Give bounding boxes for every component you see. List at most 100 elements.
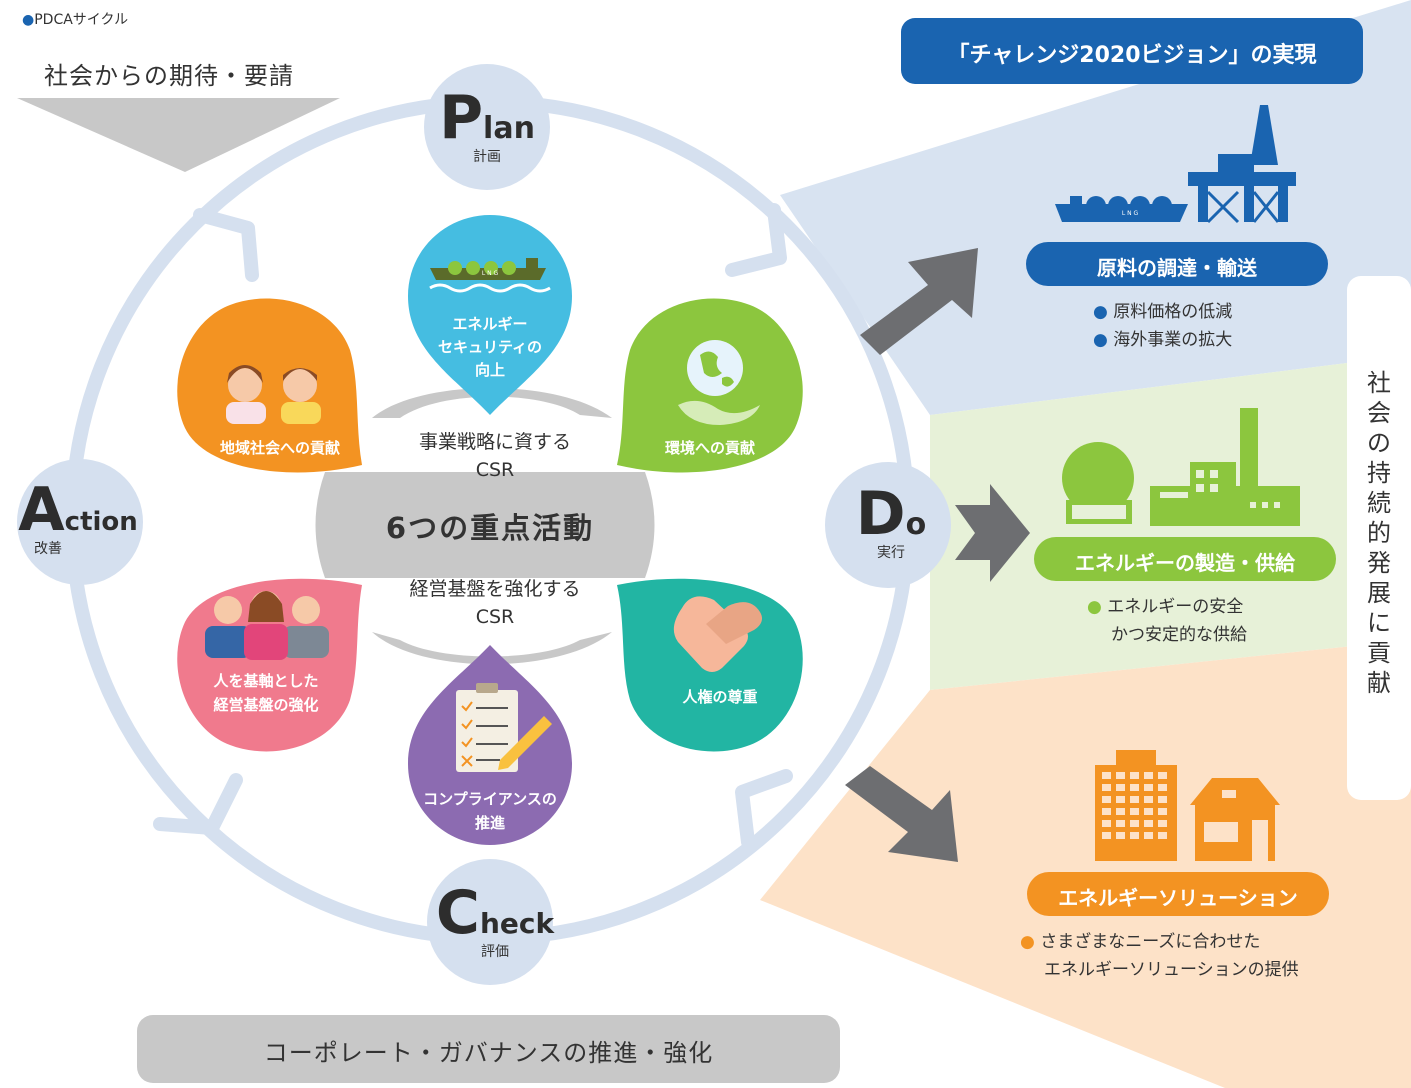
people-line1: 人を基軸とした bbox=[213, 672, 319, 690]
building-window bbox=[1130, 832, 1139, 839]
building-window bbox=[1102, 832, 1111, 839]
expectation-arrow bbox=[17, 98, 340, 172]
energy-security-line3: 向上 bbox=[474, 361, 505, 379]
building-window bbox=[1130, 784, 1139, 791]
production-bullet-line2: かつ安定的な供給 bbox=[1111, 625, 1247, 645]
procurement-bullet-1: ● 原料価格の低減 bbox=[1093, 298, 1232, 326]
governance-label: コーポレート・ガバナンスの推進・強化 bbox=[263, 1039, 714, 1067]
building-window bbox=[1116, 808, 1125, 815]
community-drop bbox=[177, 298, 362, 473]
building-window bbox=[1116, 796, 1125, 803]
people-group-icon bbox=[205, 591, 329, 660]
building-window bbox=[1102, 784, 1111, 791]
solution-bullet-line1: さまざまなニーズに合わせた bbox=[1040, 932, 1261, 952]
vertical-box-bg bbox=[1347, 276, 1411, 800]
building-window bbox=[1102, 772, 1111, 779]
solution-bullet-1: ● さまざまなニーズに合わせた bbox=[1020, 928, 1299, 956]
plan-node bbox=[424, 64, 550, 190]
band-orange bbox=[760, 640, 1411, 1088]
office-building-icon bbox=[1095, 750, 1177, 861]
vision-banner-bg bbox=[901, 18, 1363, 84]
building-window bbox=[1144, 820, 1153, 827]
factory-icon bbox=[1150, 408, 1300, 526]
tanker-ship-icon bbox=[1055, 196, 1188, 222]
building-window bbox=[1102, 796, 1111, 803]
action-rest: ction bbox=[64, 507, 138, 537]
solution-bullet-line2: エネルギーソリューションの提供 bbox=[1044, 960, 1299, 980]
drop-ship-label: L N G bbox=[481, 270, 499, 277]
building-window bbox=[1130, 808, 1139, 815]
production-bullet-line1: エネルギーの安全 bbox=[1107, 597, 1244, 617]
ring-chevron-icons bbox=[153, 203, 793, 849]
procurement-bullet-2: ● 海外事業の拡大 bbox=[1093, 326, 1232, 354]
bullet-icon: ● bbox=[1093, 302, 1114, 322]
check-letter: C bbox=[435, 878, 480, 948]
house-icon bbox=[1190, 778, 1280, 861]
action-letter: A bbox=[18, 475, 65, 545]
center-band bbox=[315, 472, 655, 578]
building-window bbox=[1158, 832, 1167, 839]
do-rest: o bbox=[905, 507, 927, 542]
oil-rig-icon bbox=[1188, 105, 1296, 224]
procurement-bullet-2-text: 海外事業の拡大 bbox=[1113, 330, 1233, 350]
building-window bbox=[1116, 832, 1125, 839]
check-jp: 評価 bbox=[481, 944, 509, 960]
vertical-label-char: 会 bbox=[1367, 399, 1391, 427]
vertical-label-char: 持 bbox=[1367, 459, 1391, 487]
center-upper-line2: CSR bbox=[475, 459, 515, 481]
check-rest: heck bbox=[479, 907, 555, 940]
vertical-contribution-label: 社会の持続的発展に貢献 bbox=[1347, 368, 1411, 698]
vertical-label-char: に bbox=[1367, 609, 1391, 637]
building-window bbox=[1116, 820, 1125, 827]
building-window bbox=[1116, 772, 1125, 779]
globe-hand-icon bbox=[678, 340, 760, 425]
center-upper-arc bbox=[372, 388, 612, 418]
building-window bbox=[1102, 808, 1111, 815]
arrow-middle bbox=[955, 484, 1030, 582]
plan-label: Plan 計画 bbox=[427, 88, 547, 166]
do-jp: 実行 bbox=[877, 545, 905, 561]
center-upper-text: 事業戦略に資する CSR bbox=[390, 428, 600, 484]
bullet-icon: ● bbox=[1020, 932, 1041, 952]
do-letter: D bbox=[855, 479, 906, 549]
bullet-icon: ● bbox=[1087, 597, 1108, 617]
building-window bbox=[1158, 808, 1167, 815]
environment-label: 環境への貢献 bbox=[664, 439, 755, 457]
center-title: 6つの重点活動 bbox=[385, 511, 595, 545]
solution-pill-bg bbox=[1027, 872, 1329, 916]
gas-holder-icon bbox=[1062, 442, 1134, 524]
building-window bbox=[1158, 796, 1167, 803]
people-line2: 経営基盤の強化 bbox=[213, 696, 319, 714]
people-label: 人を基軸とした 経営基盤の強化 bbox=[186, 669, 346, 717]
procurement-title: 原料の調達・輸送 bbox=[1097, 256, 1257, 280]
do-label: Do 実行 bbox=[836, 484, 946, 562]
procurement-bullets: ● 原料価格の低減 ● 海外事業の拡大 bbox=[1093, 298, 1232, 354]
solution-bullets: ● さまざまなニーズに合わせた エネルギーソリューションの提供 bbox=[1020, 928, 1299, 984]
arrow-lower bbox=[845, 766, 958, 862]
energy-security-line1: エネルギー bbox=[452, 315, 528, 333]
tanker-ship-label: L N G bbox=[1121, 210, 1139, 217]
center-lower-text: 経営基盤を強化する CSR bbox=[380, 575, 610, 631]
building-window bbox=[1130, 772, 1139, 779]
plan-letter: P bbox=[439, 83, 484, 153]
production-title: エネルギーの製造・供給 bbox=[1075, 551, 1295, 575]
procurement-bullet-1-text: 原料価格の低減 bbox=[1113, 302, 1233, 322]
arrow-upper bbox=[860, 248, 978, 355]
compliance-line1: コンプライアンスの bbox=[423, 790, 557, 808]
center-lower-arc bbox=[372, 632, 612, 665]
vertical-label-char: 続 bbox=[1367, 489, 1391, 517]
production-bullet-1: ● エネルギーの安全 bbox=[1087, 593, 1247, 621]
building-window bbox=[1144, 808, 1153, 815]
vertical-label-char: 献 bbox=[1367, 669, 1391, 697]
action-node bbox=[17, 459, 143, 585]
lng-ship-icon bbox=[429, 258, 551, 293]
building-window bbox=[1158, 772, 1167, 779]
compliance-label: コンプライアンスの 推進 bbox=[405, 787, 575, 835]
check-label: Check 評価 bbox=[425, 883, 565, 961]
vertical-label-char: 社 bbox=[1367, 369, 1391, 397]
bullet-icon: ● bbox=[22, 12, 35, 28]
vertical-label-char: 発 bbox=[1367, 549, 1391, 577]
production-bullets: ● エネルギーの安全 かつ安定的な供給 bbox=[1087, 593, 1247, 649]
building-window bbox=[1158, 820, 1167, 827]
